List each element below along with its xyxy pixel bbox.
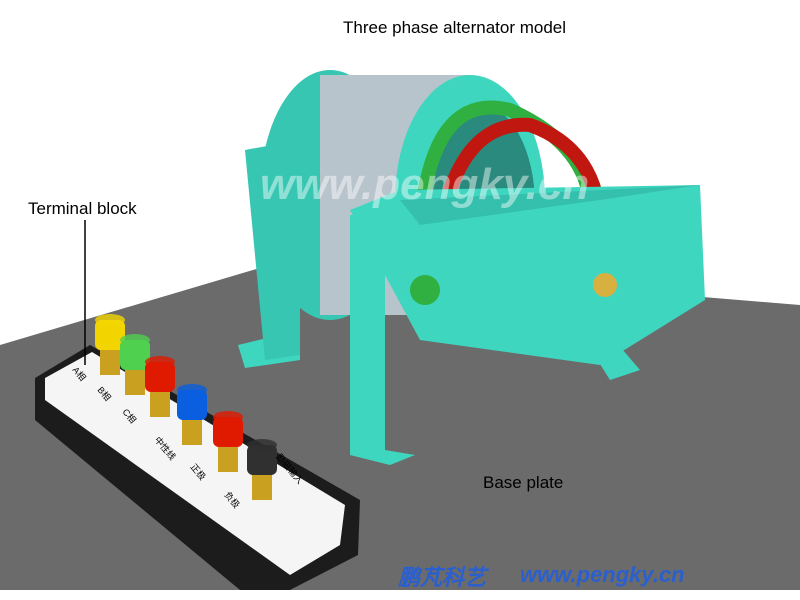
bottom-watermark-url: www.pengky.cn bbox=[520, 562, 685, 587]
red-coil bbox=[433, 117, 607, 232]
terminal-block bbox=[35, 345, 360, 590]
bottom-watermark-cn: 鹏芃科艺 bbox=[398, 565, 487, 590]
terminal-post[interactable] bbox=[177, 384, 207, 445]
alternator-label: Three phase alternator model bbox=[343, 18, 567, 37]
front-box-top bbox=[400, 185, 700, 225]
alternator bbox=[238, 70, 705, 465]
terminal-post[interactable] bbox=[247, 439, 277, 500]
front-leg-left bbox=[350, 215, 415, 465]
brass-screw bbox=[593, 273, 617, 297]
green-cap bbox=[410, 275, 440, 305]
front-leg-right bbox=[245, 140, 300, 360]
front-box bbox=[350, 185, 705, 365]
terminal-post[interactable] bbox=[213, 411, 243, 472]
terminal-post[interactable] bbox=[120, 334, 150, 395]
terminal-block-label: Terminal block bbox=[28, 199, 137, 218]
front-foot-right bbox=[585, 335, 640, 380]
base-plate-label: Base plate bbox=[483, 473, 564, 492]
terminal-post[interactable] bbox=[95, 314, 125, 375]
center-watermark: www.pengky.cn bbox=[260, 160, 590, 209]
terminal-post[interactable] bbox=[145, 356, 175, 417]
